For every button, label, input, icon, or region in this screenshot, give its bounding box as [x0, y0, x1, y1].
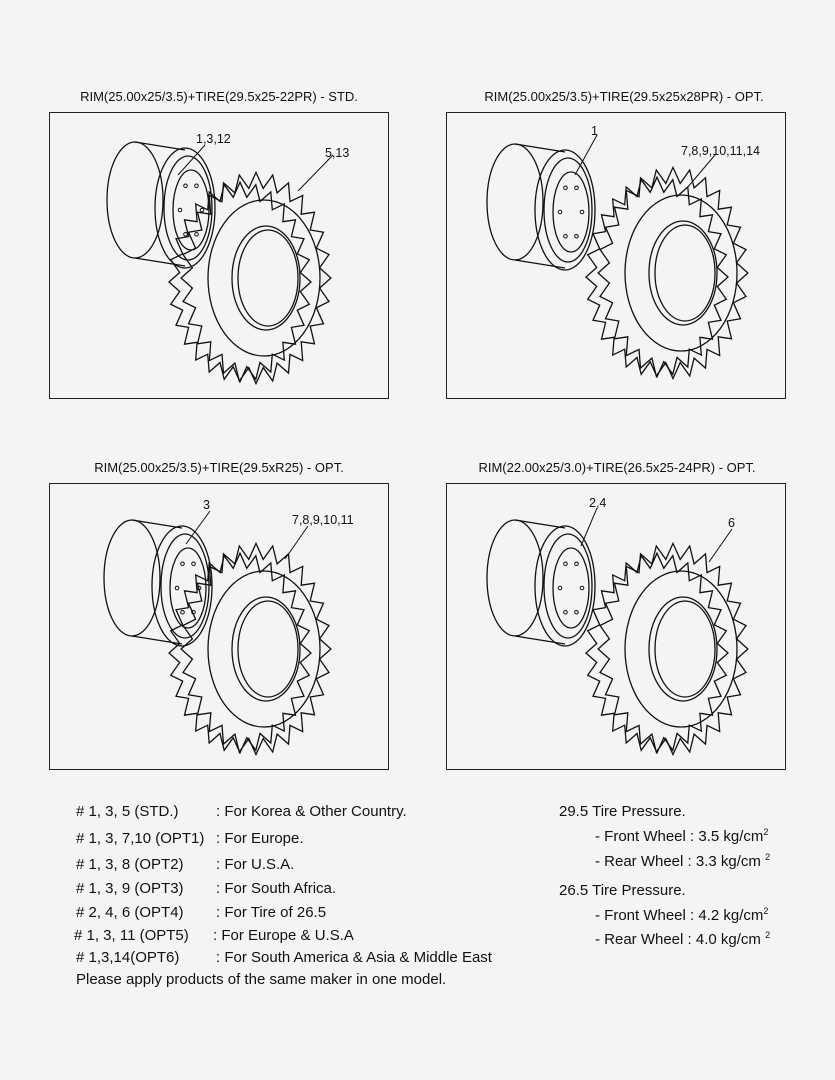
- note-code: # 2, 4, 6 (OPT4): [76, 904, 184, 921]
- rear-wheel-value: - Rear Wheel : 4.0 kg/cm: [595, 931, 761, 948]
- panel-2: [446, 112, 786, 399]
- pressure-heading-26-5: 26.5 Tire Pressure.: [559, 882, 686, 899]
- note-desc: : For Europe.: [216, 830, 304, 847]
- panel-3-tire-callout: 7,8,9,10,11: [292, 513, 354, 527]
- note-desc: : For Europe & U.S.A: [213, 927, 354, 944]
- pressure-heading-29-5: 29.5 Tire Pressure.: [559, 803, 686, 820]
- rim-drawing: [106, 141, 216, 269]
- unit-superscript: 2: [765, 852, 771, 862]
- panel-1: [49, 112, 389, 399]
- front-wheel-value: - Front Wheel : 4.2 kg/cm: [595, 907, 764, 924]
- unit-superscript: 2: [763, 827, 769, 837]
- front-wheel-pressure-29-5: - Front Wheel : 3.5 kg/cm2: [595, 827, 768, 845]
- tire-drawing: [168, 541, 332, 757]
- panel-4-tire-callout: 6: [728, 516, 735, 530]
- note-desc: : For Korea & Other Country.: [216, 803, 407, 820]
- rim-leader-line: [574, 134, 598, 176]
- panel-4: [446, 483, 786, 770]
- rear-wheel-pressure-29-5: - Rear Wheel : 3.3 kg/cm 2: [595, 852, 770, 870]
- front-wheel-value: - Front Wheel : 3.5 kg/cm: [595, 828, 764, 845]
- panel-2-title: RIM(25.00x25/3.5)+TIRE(29.5x25x28PR) - O…: [484, 89, 764, 104]
- wheel-illustration: [486, 134, 749, 381]
- note-desc: : For South Africa.: [216, 880, 337, 897]
- note-desc: : For South America & Asia & Middle East: [216, 949, 492, 966]
- note-code: # 1, 3, 8 (OPT2): [76, 856, 184, 873]
- panel-1-tire-callout: 5,13: [325, 146, 350, 160]
- tire-drawing: [585, 541, 749, 757]
- rim-drawing: [486, 519, 596, 647]
- panel-2-tire-callout: 7,8,9,10,11,14: [681, 144, 761, 158]
- rear-wheel-pressure-26-5: - Rear Wheel : 4.0 kg/cm 2: [595, 930, 770, 948]
- note-code: # 1, 3, 9 (OPT3): [76, 880, 184, 897]
- rim-drawing: [103, 519, 213, 647]
- panel-1-rim-callout: 1,3,12: [196, 132, 231, 146]
- rim-leader-line: [580, 507, 598, 547]
- same-maker-note: Please apply products of the same maker …: [76, 971, 447, 988]
- wheel-illustration: [103, 510, 332, 757]
- tire-leader-line: [686, 154, 716, 189]
- tire-leader-line: [284, 525, 309, 560]
- note-code: # 1, 3, 5 (STD.): [76, 803, 179, 820]
- note-desc: : For Tire of 26.5: [216, 904, 327, 921]
- panel-4-rim-callout: 2,4: [589, 496, 607, 510]
- panel-3-title: RIM(25.00x25/3.5)+TIRE(29.5xR25) - OPT.: [94, 460, 344, 475]
- panel-2-rim-callout: 1: [591, 124, 598, 138]
- panel-3: [49, 483, 389, 770]
- rim-leader-line: [185, 510, 211, 545]
- note-code: # 1, 3, 7,10 (OPT1): [76, 830, 205, 847]
- note-code: # 1,3,14(OPT6): [76, 949, 180, 966]
- panel-3-rim-callout: 3: [203, 498, 210, 512]
- tire-drawing: [585, 165, 749, 381]
- rim-drawing: [486, 143, 596, 271]
- panel-1-title: RIM(25.00x25/3.5)+TIRE(29.5x25-22PR) - S…: [80, 89, 358, 104]
- note-code: # 1, 3, 11 (OPT5): [74, 927, 189, 944]
- tire-leader-line: [708, 528, 733, 563]
- wheel-illustration: [106, 141, 334, 386]
- tire-drawing: [168, 170, 332, 386]
- rim-leader-line: [177, 144, 206, 176]
- rear-wheel-value: - Rear Wheel : 3.3 kg/cm: [595, 853, 761, 870]
- unit-superscript: 2: [763, 906, 769, 916]
- front-wheel-pressure-26-5: - Front Wheel : 4.2 kg/cm2: [595, 906, 768, 924]
- unit-superscript: 2: [765, 930, 771, 940]
- tire-leader-line: [297, 154, 334, 192]
- note-desc: : For U.S.A.: [216, 856, 295, 873]
- wheel-illustration: [486, 507, 749, 757]
- panel-4-title: RIM(22.00x25/3.0)+TIRE(26.5x25-24PR) - O…: [478, 460, 756, 475]
